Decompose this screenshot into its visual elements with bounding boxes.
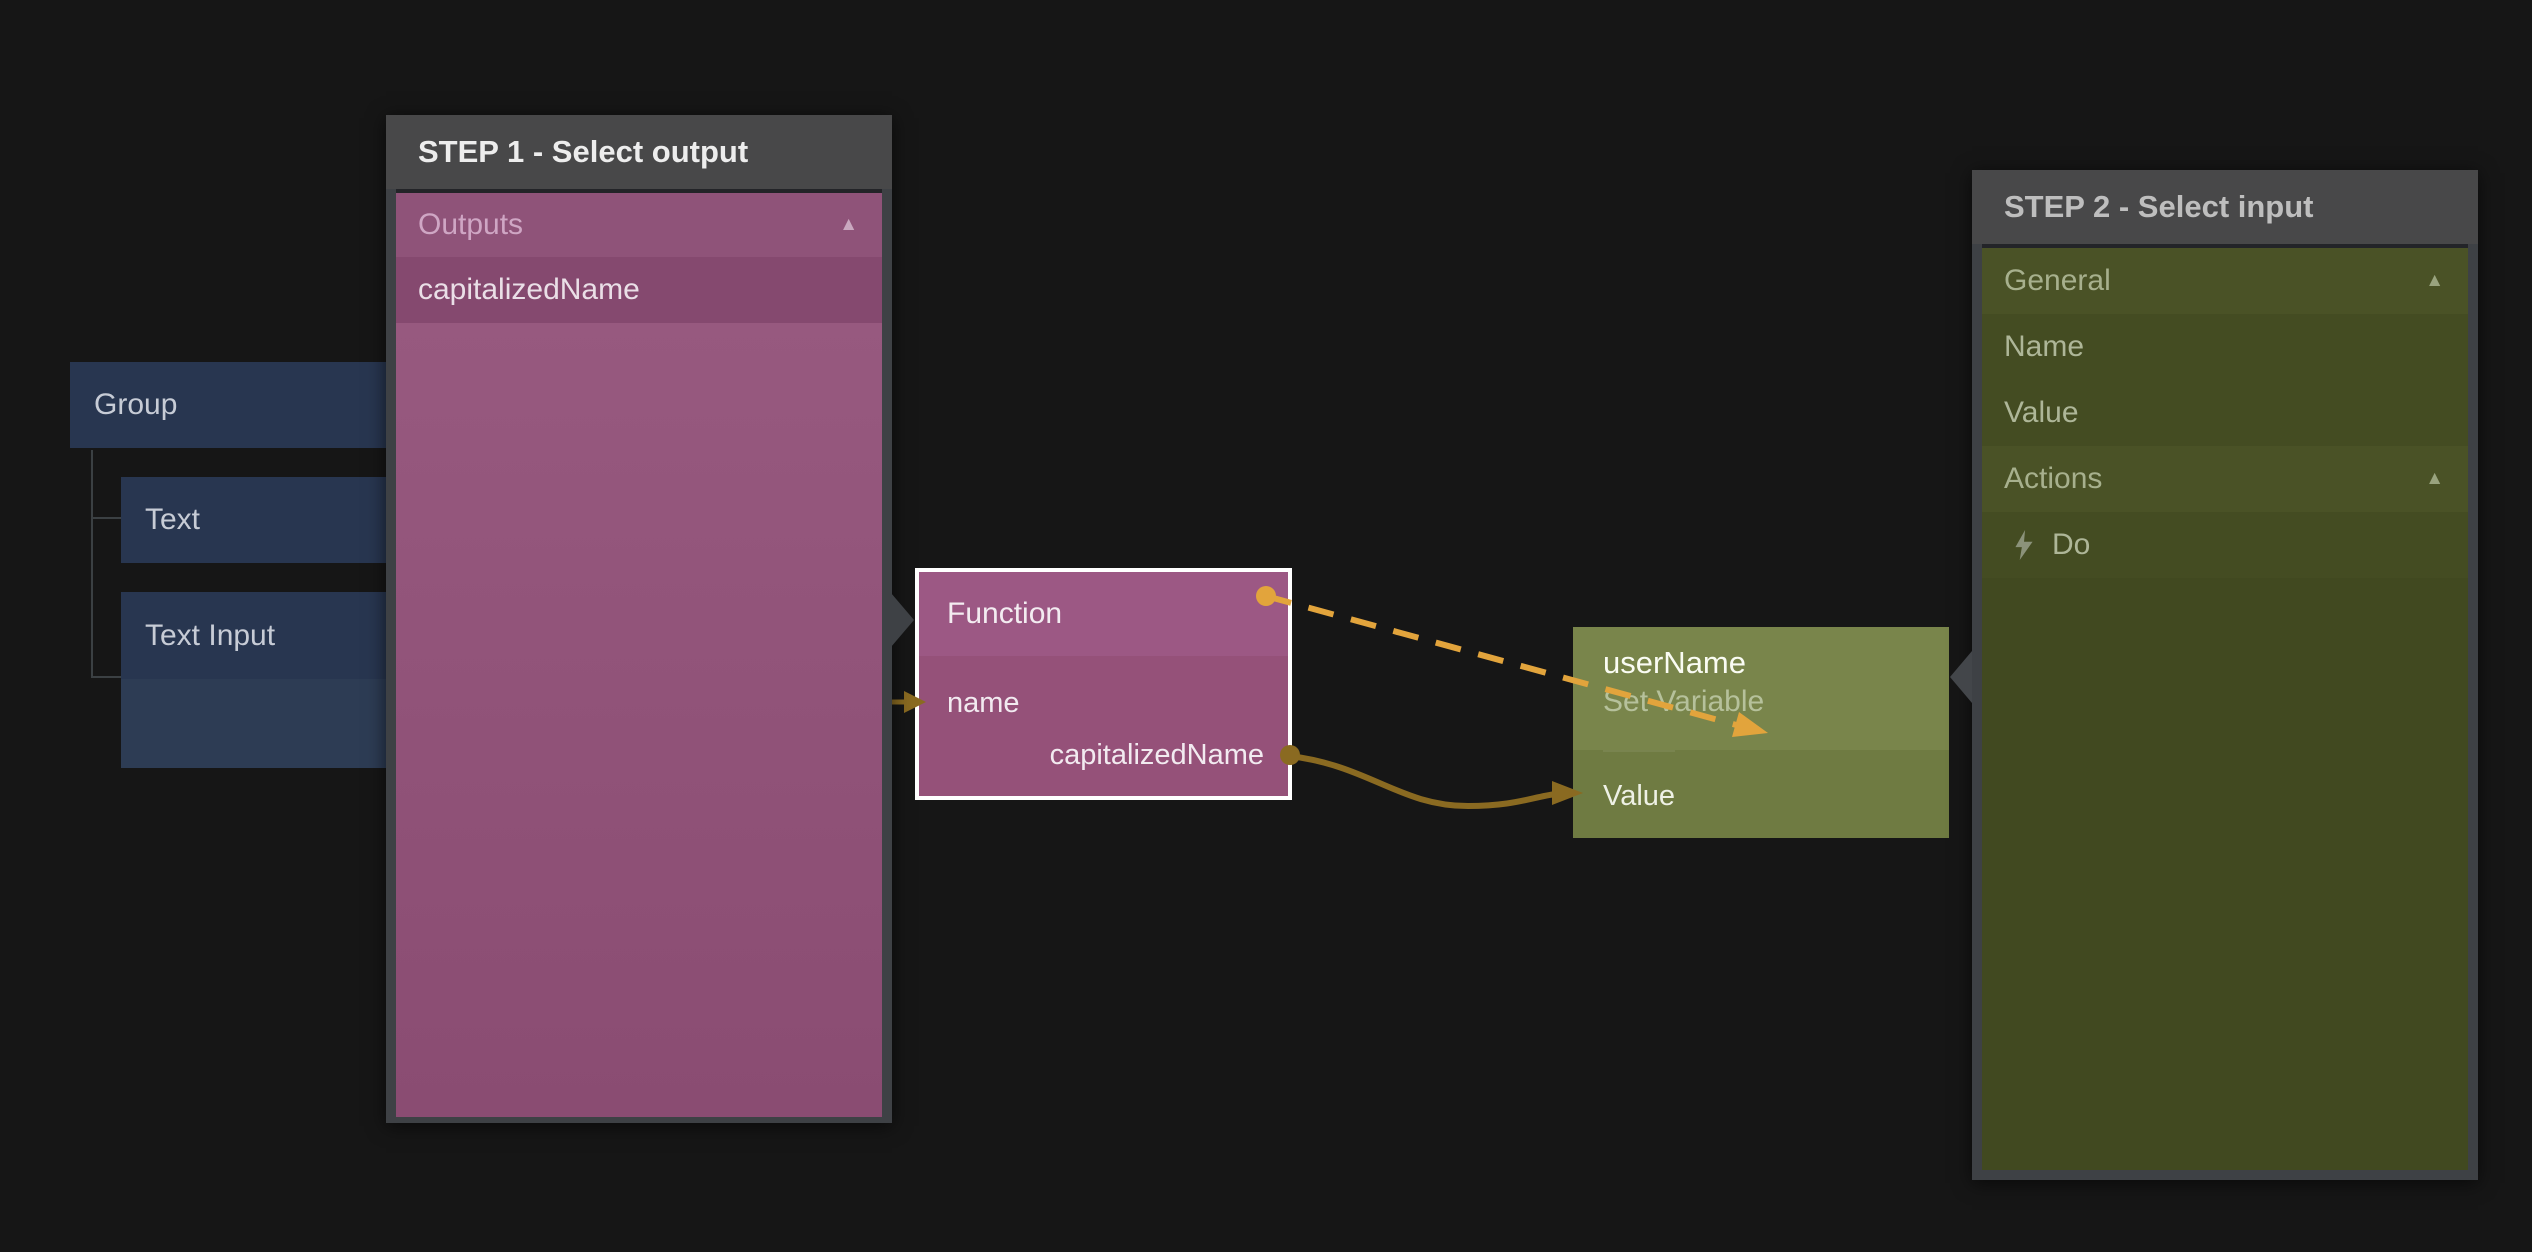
step1-panel-content: Outputs ▲ capitalizedName xyxy=(396,189,882,1117)
node-set-variable[interactable]: userName Set Variable Value xyxy=(1573,627,1949,838)
input-port-value-label[interactable]: Value xyxy=(1603,750,1676,838)
tree-connector-line xyxy=(91,676,121,678)
panel-body xyxy=(1982,578,2468,1170)
item-label: Do xyxy=(2052,528,2091,561)
step1-panel: STEP 1 - Select output Outputs ▲ capital… xyxy=(386,115,914,1123)
node-function[interactable]: Function name capitalizedName xyxy=(915,568,1292,800)
item-label: Value xyxy=(2004,396,2079,429)
item-label: Name xyxy=(2004,330,2085,363)
data-connection-curve[interactable] xyxy=(1289,753,1557,810)
collapse-caret-icon[interactable]: ▲ xyxy=(2425,468,2444,489)
tree-connector-line xyxy=(91,450,93,678)
step2-panel: STEP 2 - Select input General ▲ Name Val… xyxy=(1950,170,2478,1180)
item-row-do[interactable]: Do xyxy=(1982,512,2468,578)
node-body xyxy=(121,679,421,768)
item-label: capitalizedName xyxy=(418,273,640,306)
node-subtitle: Set Variable xyxy=(1603,685,1765,718)
node-title: Function xyxy=(919,572,1288,656)
node-label: Text Input xyxy=(145,619,276,652)
panel-body xyxy=(396,323,882,1117)
item-row-value[interactable]: Value xyxy=(1982,380,2468,446)
node-header: userName Set Variable xyxy=(1573,627,1949,750)
section-label: General xyxy=(2004,264,2111,297)
tree-connector-line xyxy=(91,517,121,519)
node-group[interactable]: Group xyxy=(70,362,410,448)
step2-panel-content: General ▲ Name Value Actions ▲ Do xyxy=(1982,244,2468,1170)
collapse-caret-icon[interactable]: ▲ xyxy=(839,214,858,235)
section-label: Actions xyxy=(2004,462,2103,495)
panel-pointer-left-icon xyxy=(1950,651,1972,703)
node-label: Text xyxy=(145,503,201,536)
item-row-capitalizedname[interactable]: capitalizedName xyxy=(396,257,882,323)
panel-pointer-right-icon xyxy=(891,593,914,647)
node-title: userName xyxy=(1603,645,1746,680)
item-row-name[interactable]: Name xyxy=(1982,314,2468,380)
step1-panel-title: STEP 1 - Select output xyxy=(386,115,892,189)
input-port-name-label[interactable]: name xyxy=(947,687,1020,719)
collapse-caret-icon[interactable]: ▲ xyxy=(2425,270,2444,291)
node-text[interactable]: Text xyxy=(121,477,421,563)
section-label: Outputs xyxy=(418,208,524,241)
output-port-capitalizedname-label[interactable]: capitalizedName xyxy=(1049,739,1264,771)
node-label: Group xyxy=(94,388,178,421)
lightning-icon xyxy=(2015,530,2033,560)
node-text-input[interactable]: Text Input xyxy=(121,592,421,768)
section-row-actions[interactable]: Actions ▲ xyxy=(1982,446,2468,512)
section-row-general[interactable]: General ▲ xyxy=(1982,248,2468,314)
section-row-outputs[interactable]: Outputs ▲ xyxy=(396,193,882,257)
step2-panel-title: STEP 2 - Select input xyxy=(1972,170,2478,244)
